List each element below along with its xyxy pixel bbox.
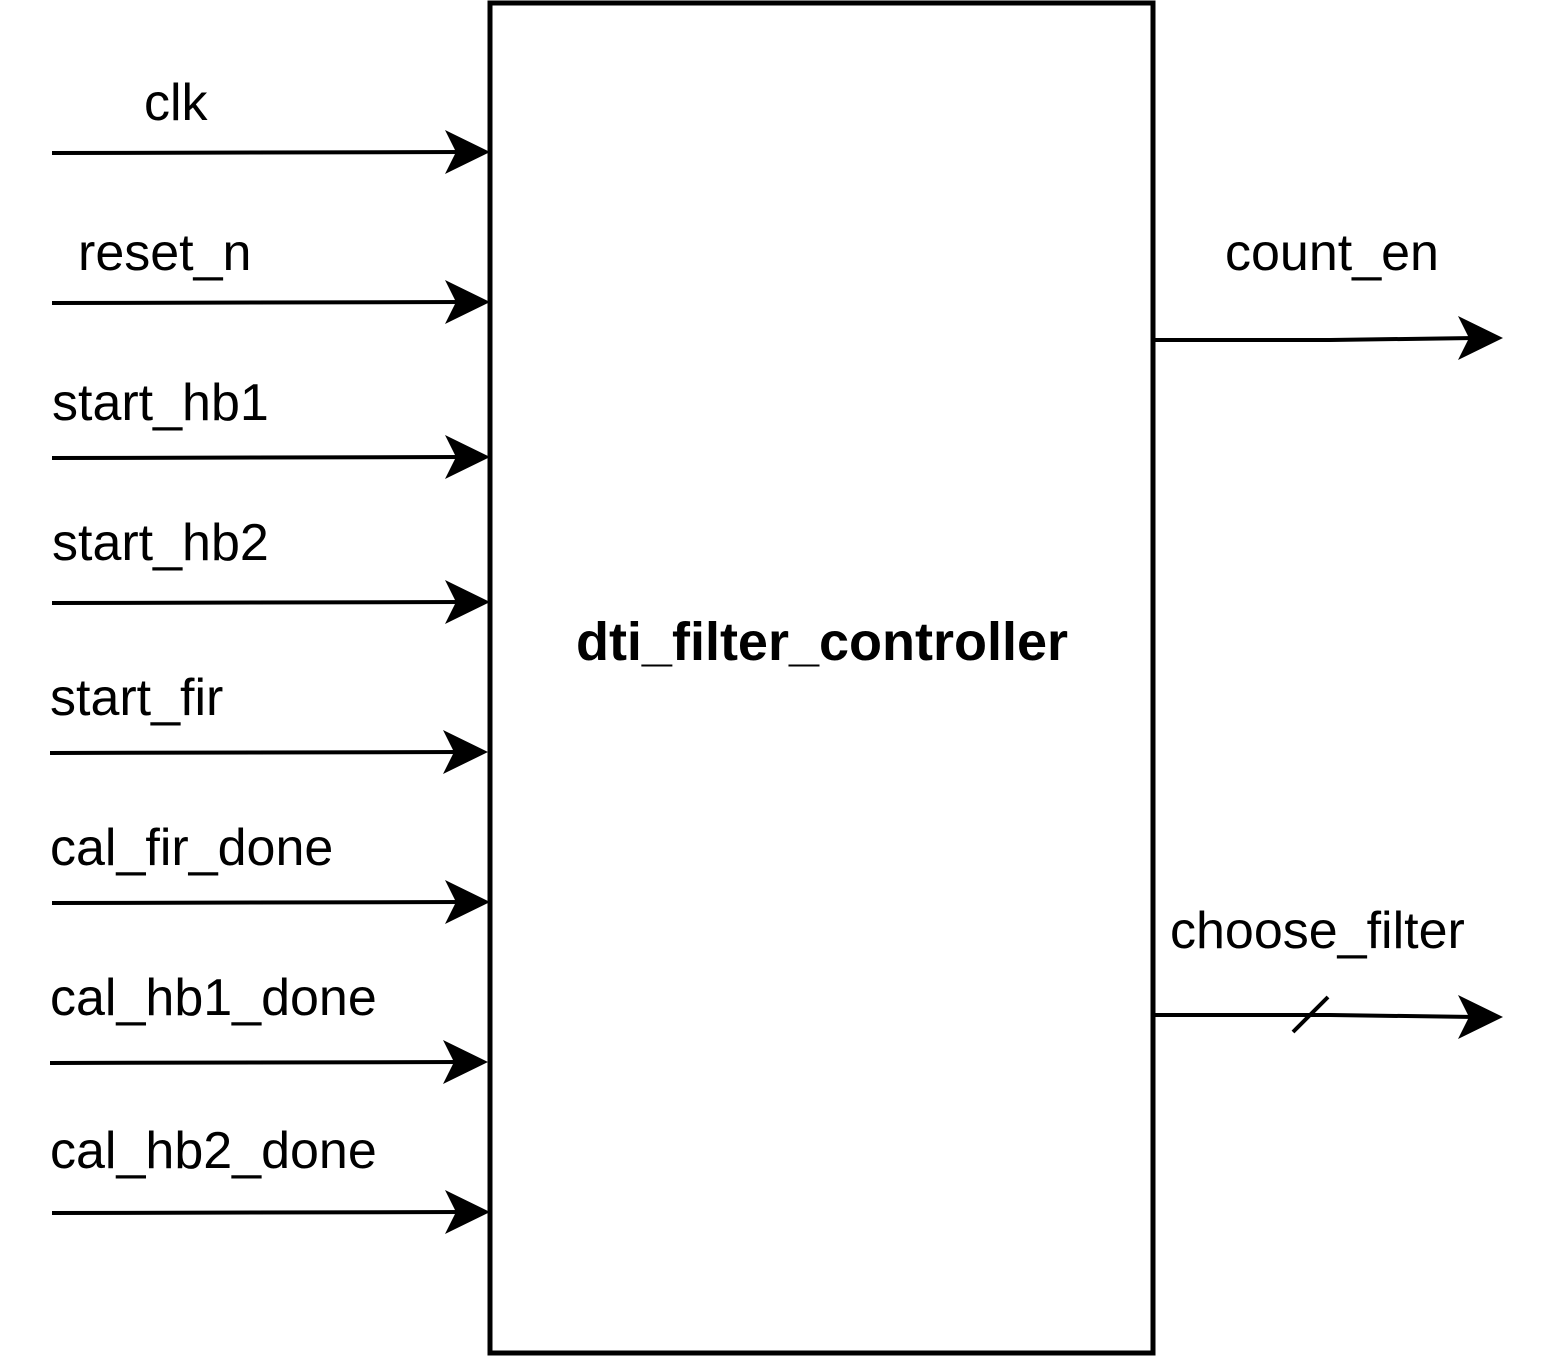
arrowhead-icon (445, 130, 490, 174)
input-label: reset_n (78, 224, 251, 282)
input-label: start_hb2 (52, 514, 269, 572)
input-label: cal_fir_done (50, 819, 333, 877)
output-port-count-en: count_en (1155, 224, 1503, 360)
block-title: dti_filter_controller (576, 612, 1068, 672)
input-port-start-hb2: start_hb2 (51, 514, 490, 624)
input-wire (51, 1210, 463, 1215)
bus-slash-icon (1291, 995, 1330, 1034)
input-label: cal_hb1_done (50, 969, 377, 1027)
input-label: clk (144, 74, 209, 132)
controller-block (487, 0, 1156, 1356)
input-port-start-fir: start_fir (49, 669, 488, 774)
input-port-reset-n: reset_n (51, 224, 490, 324)
arrowhead-icon (445, 280, 490, 324)
output-port-choose-filter: choose_filter (1155, 902, 1503, 1039)
input-port-clk: clk (51, 74, 490, 174)
input-wire (51, 600, 463, 605)
input-label: start_hb1 (52, 374, 269, 432)
input-wire (51, 455, 463, 460)
input-label: start_fir (50, 669, 223, 727)
input-wire (49, 1060, 461, 1065)
arrowhead-icon (445, 580, 490, 624)
output-label: choose_filter (1170, 902, 1465, 960)
input-wire (49, 750, 461, 755)
output-wire (1155, 336, 1476, 342)
arrowhead-icon (1458, 995, 1503, 1039)
input-label: cal_hb2_done (50, 1122, 377, 1180)
input-wire (51, 150, 463, 155)
input-wire (51, 900, 463, 905)
arrowhead-icon (445, 435, 490, 479)
arrowhead-icon (1458, 316, 1503, 360)
arrowhead-icon (443, 730, 488, 774)
input-port-cal-hb2-done: cal_hb2_done (50, 1122, 490, 1234)
output-label: count_en (1225, 224, 1439, 282)
input-port-start-hb1: start_hb1 (51, 374, 490, 479)
output-wire (1155, 1013, 1476, 1019)
input-port-cal-hb1-done: cal_hb1_done (49, 969, 488, 1084)
arrowhead-icon (445, 880, 490, 924)
arrowhead-icon (445, 1190, 490, 1234)
input-port-cal-fir-done: cal_fir_done (50, 819, 490, 924)
arrowhead-icon (443, 1040, 488, 1084)
input-wire (51, 300, 463, 305)
